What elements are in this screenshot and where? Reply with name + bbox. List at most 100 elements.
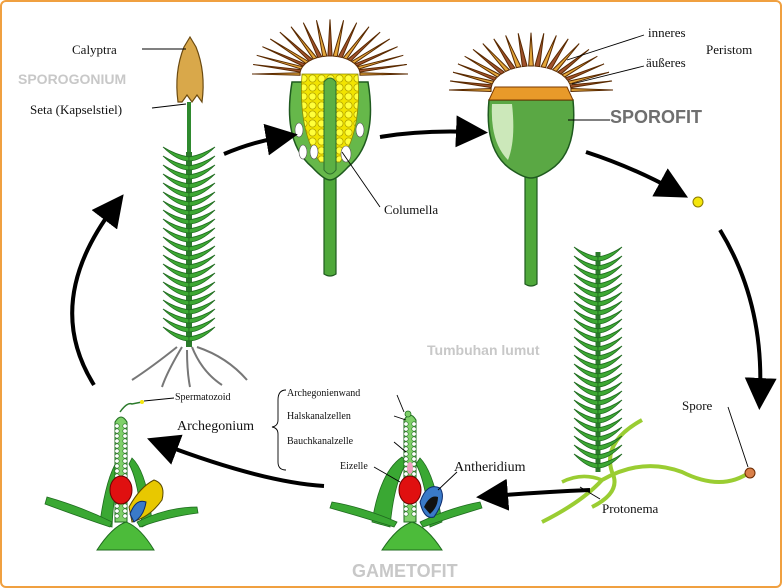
cell — [122, 458, 128, 464]
leaf — [162, 191, 190, 207]
leaf — [162, 173, 190, 189]
leaf — [573, 255, 599, 271]
peristome-tooth — [569, 80, 613, 89]
peristome-tooth — [472, 49, 506, 75]
peristome-tooth — [528, 32, 534, 67]
leaf — [188, 182, 216, 198]
leaf — [188, 227, 216, 243]
mature-moss-plant — [131, 35, 248, 388]
leaf — [188, 299, 216, 315]
leaf — [573, 390, 599, 406]
cell — [122, 453, 128, 459]
peristome-tooth — [346, 31, 381, 62]
leaf — [597, 264, 623, 280]
leaf — [597, 300, 623, 316]
cell — [411, 421, 417, 427]
overlay-sporogonium: SPOROGONIUM — [18, 71, 127, 87]
peristome-tooth — [253, 64, 302, 73]
leaf — [188, 146, 216, 162]
peristome-tooth — [359, 72, 409, 76]
peristome-tooth — [457, 63, 498, 82]
peristome-tooth — [358, 64, 407, 73]
leaf — [162, 227, 190, 243]
leaf — [188, 173, 216, 189]
leaf — [188, 245, 216, 261]
cell — [114, 438, 120, 444]
gametophyte-antheridium — [329, 410, 483, 551]
cell — [114, 513, 120, 519]
cell — [114, 453, 120, 459]
peristome-tooth — [570, 88, 614, 92]
leaf — [573, 444, 599, 460]
peristome-tooth — [356, 54, 404, 70]
label-peristom-outer: äußeres — [646, 55, 686, 70]
leaf — [597, 399, 623, 415]
label-seta: Seta (Kapselstiel) — [30, 102, 123, 117]
peristome-tooth — [564, 63, 605, 82]
cell — [122, 428, 128, 434]
peristome-tooth — [315, 20, 328, 58]
peristome-tooth — [482, 43, 511, 73]
leaf — [597, 327, 623, 343]
leaf — [188, 191, 216, 207]
leaf — [573, 345, 599, 361]
leaf — [188, 263, 216, 279]
cell — [114, 508, 120, 514]
peristome-tooth — [449, 80, 493, 89]
leaf — [573, 399, 599, 415]
leaf — [573, 426, 599, 442]
gametophyte-fertilisation — [44, 400, 199, 551]
overlay-sporofit: SPOROFIT — [610, 107, 703, 127]
label-bauchkanalzelle: Bauchkanalzelle — [287, 436, 354, 447]
cell — [122, 443, 128, 449]
peristome-tooth — [279, 31, 314, 62]
cell — [403, 506, 409, 512]
leaf — [597, 354, 623, 370]
leaf — [573, 300, 599, 316]
leaf — [188, 254, 216, 270]
leaf — [573, 372, 599, 388]
label-peristom-inner: inneres — [648, 25, 686, 40]
leaf — [188, 317, 216, 333]
peristome-tooth — [534, 33, 545, 68]
label-protonema: Protonema — [602, 501, 659, 516]
leaf — [597, 453, 623, 469]
cell — [403, 421, 409, 427]
cell — [411, 426, 417, 432]
leaf — [573, 417, 599, 433]
leaf — [597, 435, 623, 451]
cell — [411, 446, 417, 452]
cell — [122, 448, 128, 454]
leaf — [188, 281, 216, 297]
peristome-tooth — [551, 43, 580, 73]
leaf — [573, 363, 599, 379]
leaf — [188, 200, 216, 216]
cell — [122, 513, 128, 519]
peristome-tooth — [327, 19, 333, 57]
leaf — [162, 236, 190, 252]
leaf — [573, 435, 599, 451]
leaf — [188, 236, 216, 252]
cell — [411, 441, 417, 447]
label-calyptra: Calyptra — [72, 42, 117, 57]
leaf — [188, 308, 216, 324]
label-columella: Columella — [384, 202, 439, 217]
cell — [114, 433, 120, 439]
peristome-tooth — [540, 35, 557, 69]
leaf — [573, 273, 599, 289]
leaf — [162, 263, 190, 279]
peristome-tooth — [350, 38, 391, 65]
leaf — [597, 345, 623, 361]
cell — [411, 436, 417, 442]
overlay-gametofit: GAMETOFIT — [352, 561, 458, 581]
leaf — [597, 363, 623, 379]
cell — [411, 456, 417, 462]
peristome-tooth — [332, 20, 345, 58]
cell — [122, 423, 128, 429]
leaf — [597, 255, 623, 271]
leaf — [573, 246, 599, 262]
peristome-tooth — [262, 46, 307, 67]
overlay-tumbuhan-lumut: Tumbuhan lumut — [427, 342, 540, 358]
